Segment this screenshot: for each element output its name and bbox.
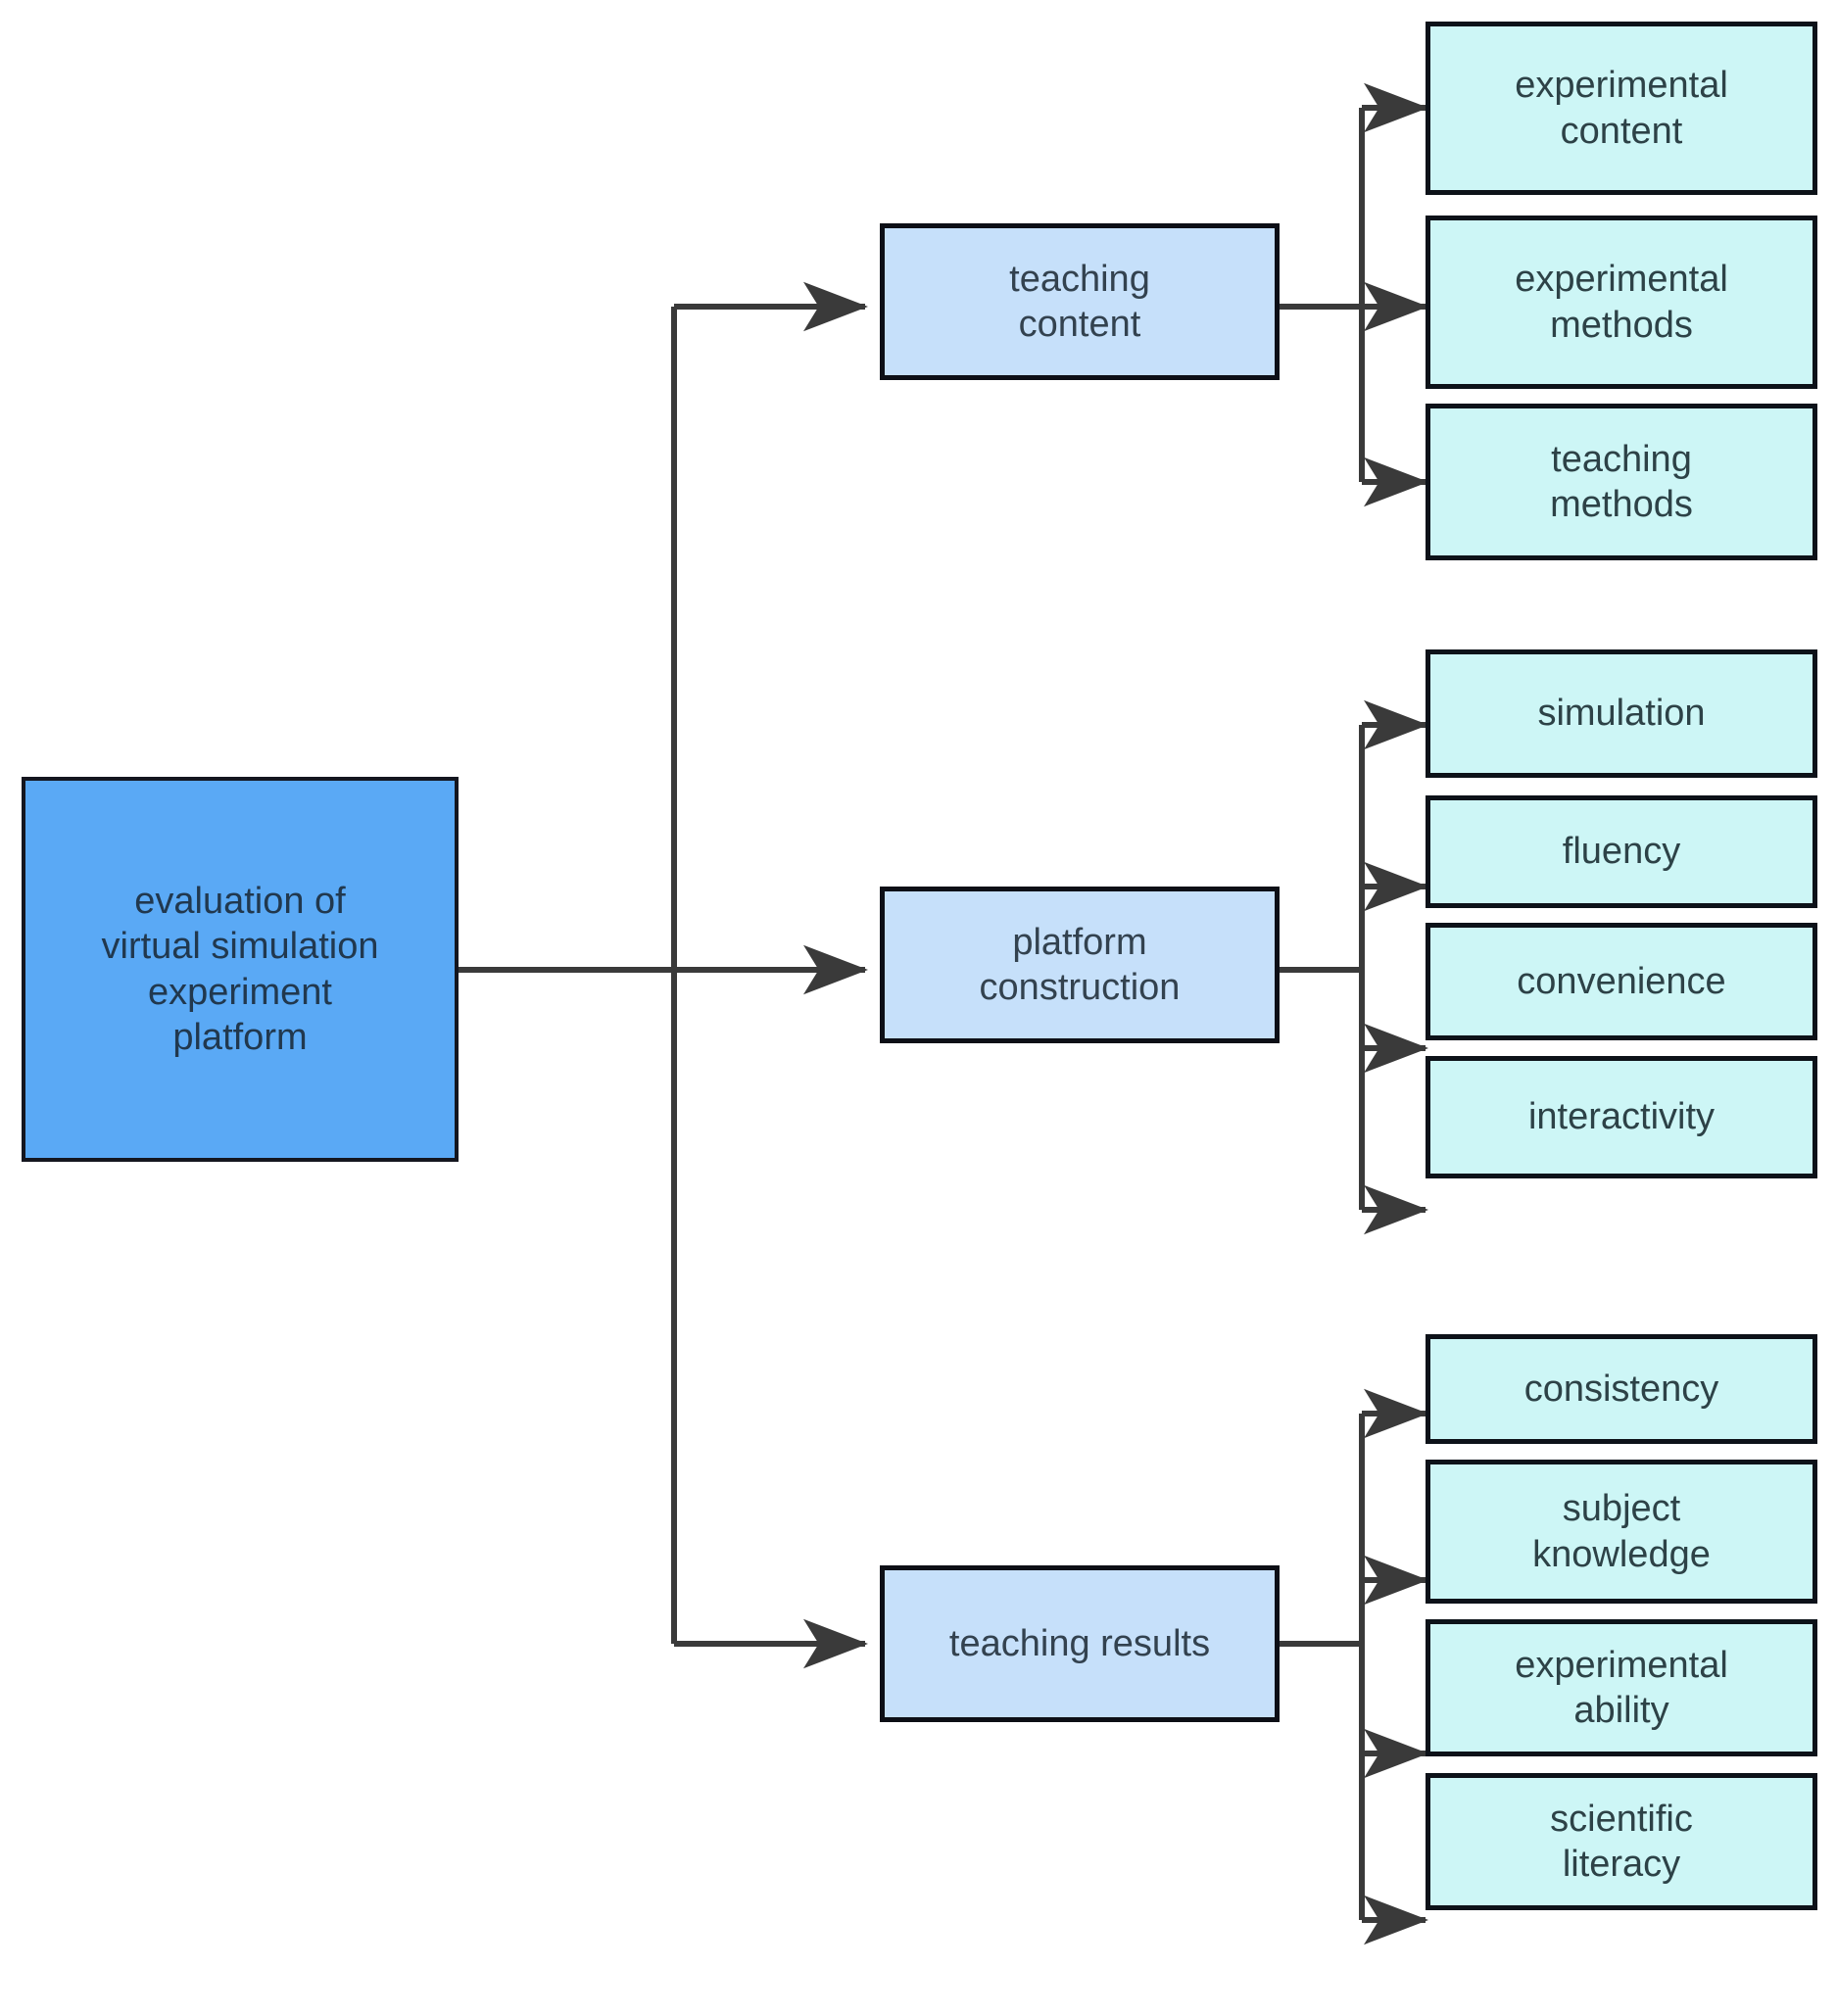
- node-fluency[interactable]: fluency: [1426, 795, 1817, 908]
- node-experimental-content[interactable]: experimental content: [1426, 22, 1817, 195]
- node-simulation[interactable]: simulation: [1426, 649, 1817, 778]
- node-platform-construction[interactable]: platform construction: [880, 887, 1280, 1043]
- node-teaching-results-label: teaching results: [948, 1622, 1211, 1664]
- node-interactivity[interactable]: interactivity: [1426, 1056, 1817, 1178]
- node-simulation-label: simulation: [1537, 693, 1706, 735]
- node-experimental-ability-label: experimental ability: [1515, 1644, 1728, 1731]
- node-scientific-literacy[interactable]: scientific literacy: [1426, 1773, 1817, 1910]
- node-platform-construction-label: platform construction: [979, 921, 1181, 1008]
- node-experimental-ability[interactable]: experimental ability: [1426, 1619, 1817, 1756]
- node-scientific-literacy-label: scientific literacy: [1550, 1798, 1693, 1885]
- node-subject-knowledge-label: subject knowledge: [1532, 1488, 1711, 1575]
- edge-root-trunk: [459, 307, 677, 1644]
- node-teaching-methods-label: teaching methods: [1550, 438, 1693, 525]
- node-root-label: evaluation of virtual simulation experim…: [101, 880, 379, 1058]
- node-experimental-content-label: experimental content: [1515, 65, 1728, 152]
- node-consistency[interactable]: consistency: [1426, 1334, 1817, 1444]
- edge-group-platform-construction: [1279, 699, 1428, 1235]
- node-experimental-methods[interactable]: experimental methods: [1426, 216, 1817, 389]
- node-convenience-label: convenience: [1517, 960, 1726, 1002]
- node-teaching-content[interactable]: teaching content: [880, 223, 1280, 380]
- node-consistency-label: consistency: [1523, 1368, 1719, 1410]
- node-fluency-label: fluency: [1562, 831, 1681, 873]
- node-experimental-methods-label: experimental methods: [1515, 259, 1728, 346]
- node-subject-knowledge[interactable]: subject knowledge: [1426, 1460, 1817, 1604]
- node-teaching-methods[interactable]: teaching methods: [1426, 404, 1817, 560]
- edge-group-teaching-content: [1279, 82, 1428, 507]
- node-teaching-content-label: teaching content: [1009, 258, 1150, 345]
- node-root-evaluation-platform[interactable]: evaluation of virtual simulation experim…: [22, 777, 459, 1162]
- edge-group-teaching-results: [1279, 1388, 1428, 1945]
- node-teaching-results[interactable]: teaching results: [880, 1565, 1280, 1722]
- node-convenience[interactable]: convenience: [1426, 923, 1817, 1040]
- node-interactivity-label: interactivity: [1527, 1096, 1716, 1138]
